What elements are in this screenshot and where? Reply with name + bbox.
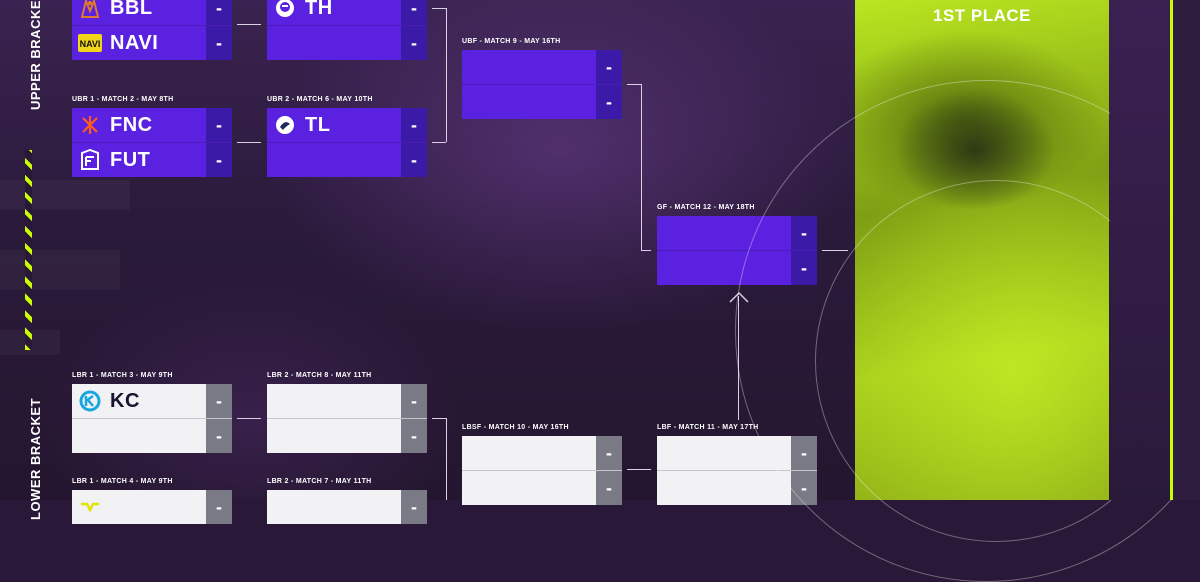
match-ubr2-m6[interactable]: TL - -: [267, 108, 427, 177]
score: -: [596, 436, 622, 470]
team-row[interactable]: FUT -: [72, 143, 232, 177]
team-name: FUT: [110, 148, 151, 171]
background-band: [0, 180, 130, 210]
match-label: UBF - MATCH 9 - MAY 16TH: [462, 38, 561, 45]
connector-line: [641, 250, 651, 251]
score: -: [206, 490, 232, 524]
connector-line: [627, 84, 641, 85]
match-label: UBR 2 - MATCH 6 - MAY 10TH: [267, 96, 373, 103]
team-name: TH: [305, 0, 333, 19]
th-logo-icon: [273, 0, 297, 20]
kc-logo-icon: [78, 389, 102, 413]
team-row[interactable]: -: [267, 384, 427, 419]
match-label: LBR 1 - MATCH 3 - MAY 9TH: [72, 372, 173, 379]
match-lbsf-m10[interactable]: - -: [462, 436, 622, 505]
team-row[interactable]: BBL -: [72, 0, 232, 26]
score: -: [401, 26, 427, 60]
fut-logo-icon: [78, 148, 102, 172]
score: -: [206, 384, 232, 418]
score: -: [206, 108, 232, 142]
match-lbr2-m7[interactable]: -: [267, 490, 427, 524]
score: -: [206, 26, 232, 60]
score: -: [206, 143, 232, 177]
score: -: [596, 85, 622, 119]
navi-logo-icon: NAVI: [78, 31, 102, 55]
lower-bracket-label: LOWER BRACKET: [28, 397, 43, 520]
team-row[interactable]: NAVI NAVI -: [72, 26, 232, 60]
connector-line: [237, 142, 261, 143]
score: -: [401, 384, 427, 418]
team-row[interactable]: -: [267, 490, 427, 524]
connector-line: [446, 8, 447, 142]
first-place-panel: 1ST PLACE: [735, 0, 1200, 582]
match-ubr2-m5[interactable]: TH - -: [267, 0, 427, 60]
team-name: BBL: [110, 0, 153, 19]
match-label: LBR 2 - MATCH 7 - MAY 11TH: [267, 478, 372, 485]
team-name: KC: [110, 389, 140, 412]
team-name: FNC: [110, 113, 153, 136]
match-label: LBR 2 - MATCH 8 - MAY 11TH: [267, 372, 372, 379]
score: -: [596, 471, 622, 505]
background-band: [0, 250, 120, 290]
score: -: [206, 419, 232, 453]
team-row[interactable]: -: [462, 436, 622, 471]
team-row[interactable]: -: [267, 143, 427, 177]
team-row[interactable]: -: [267, 419, 427, 453]
accent-edge: [1170, 0, 1173, 500]
hazard-stripe: [25, 150, 32, 350]
match-ubr1-m1[interactable]: BBL - NAVI NAVI -: [72, 0, 232, 60]
match-label: LBF - MATCH 11 - MAY 17TH: [657, 424, 759, 431]
connector-line: [237, 418, 261, 419]
team-row[interactable]: FNC -: [72, 108, 232, 143]
match-label: UBR 1 - MATCH 2 - MAY 8TH: [72, 96, 174, 103]
match-ubr1-m2[interactable]: FNC - FUT -: [72, 108, 232, 177]
team-row[interactable]: KC -: [72, 384, 232, 419]
svg-text:NAVI: NAVI: [80, 39, 101, 49]
connector-line: [237, 24, 261, 25]
score: -: [401, 419, 427, 453]
connector-line: [627, 469, 651, 470]
match-ubf-m9[interactable]: - -: [462, 50, 622, 119]
match-lbr2-m8[interactable]: - -: [267, 384, 427, 453]
connector-line: [432, 418, 446, 419]
bbl-logo-icon: [78, 0, 102, 20]
right-margin: [1173, 0, 1200, 500]
team-row[interactable]: TH -: [267, 0, 427, 26]
match-label: LBR 1 - MATCH 4 - MAY 9TH: [72, 478, 173, 485]
team-row[interactable]: TL -: [267, 108, 427, 143]
match-lbr1-m4[interactable]: -: [72, 490, 232, 524]
match-label: LBSF - MATCH 10 - MAY 16TH: [462, 424, 569, 431]
team-name: NAVI: [110, 31, 159, 54]
team-row[interactable]: -: [462, 85, 622, 119]
team-row[interactable]: -: [72, 419, 232, 453]
fnc-logo-icon: [78, 113, 102, 137]
side-strip: [1110, 0, 1170, 500]
connector-line: [432, 142, 446, 143]
connector-line: [432, 8, 446, 9]
connector-line: [641, 84, 642, 250]
upper-bracket-label: UPPER BRACKET: [28, 0, 43, 110]
score: -: [401, 143, 427, 177]
match-label: GF - MATCH 12 - MAY 18TH: [657, 204, 755, 211]
score: -: [401, 0, 427, 25]
score: -: [401, 108, 427, 142]
team-row[interactable]: -: [72, 490, 232, 524]
score: -: [596, 50, 622, 84]
match-lbr1-m3[interactable]: KC - -: [72, 384, 232, 453]
tl-logo-icon: [273, 113, 297, 137]
vit-logo-icon: [78, 495, 102, 519]
score: -: [401, 490, 427, 524]
team-row[interactable]: -: [462, 50, 622, 85]
connector-line: [446, 418, 447, 500]
score: -: [206, 0, 232, 25]
team-row[interactable]: -: [267, 26, 427, 60]
prize-title: 1ST PLACE: [932, 6, 1032, 25]
team-row[interactable]: -: [462, 471, 622, 505]
team-name: TL: [305, 113, 331, 136]
